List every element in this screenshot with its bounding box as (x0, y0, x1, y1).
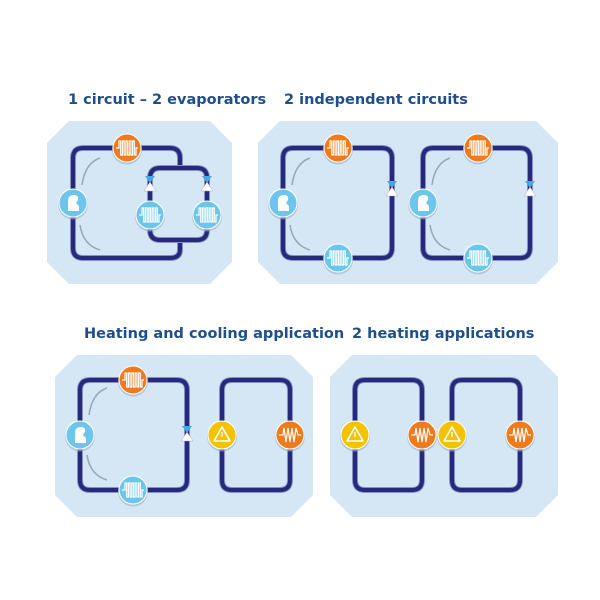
compressor-icon (278, 195, 289, 211)
compressor-icon (75, 427, 86, 443)
evaporator-1 (323, 243, 353, 275)
heating-circuit-pipe-1 (353, 378, 424, 492)
compressor (58, 188, 88, 220)
circuit-pipe-2 (421, 146, 532, 260)
evaporator (118, 475, 148, 507)
condenser-2 (463, 133, 493, 165)
evaporator-2 (463, 243, 493, 275)
outer-circuit-pipe (83, 146, 182, 168)
flow-arrow (429, 224, 451, 251)
evaporator-1 (135, 200, 165, 232)
expansion-valve-1 (143, 176, 157, 192)
heating-element-icon (509, 427, 531, 443)
compressor-2 (408, 188, 438, 220)
heater (275, 420, 305, 452)
heating-circuit-pipe (220, 378, 292, 492)
flow-arrow (79, 224, 101, 251)
panel-title-2-heating-applications: 2 heating applications (352, 326, 535, 342)
valve-top-icon (182, 426, 192, 433)
compressor (65, 420, 95, 452)
warning-triangle-icon (346, 426, 364, 442)
circulation-pump-2 (437, 420, 467, 452)
evaporator-coil-icon (122, 482, 144, 498)
compressor-icon (68, 195, 79, 211)
valve-bottom-icon (385, 186, 399, 197)
heating-circuit-pipe-2 (450, 378, 522, 492)
valve-top-icon (525, 181, 535, 188)
evaporator-coil-icon (196, 207, 218, 223)
evaporator-coil-icon (327, 250, 349, 266)
panel-title-2-independent-circuits: 2 independent circuits (284, 92, 468, 108)
warning-triangle-icon (213, 426, 231, 442)
circulation-pump (207, 420, 237, 452)
flow-arrow (289, 224, 311, 251)
circulation-pump-1 (340, 420, 370, 452)
expansion-valve-2 (200, 176, 214, 192)
valve-bottom-icon (523, 186, 537, 197)
condenser-coil-icon (327, 140, 349, 156)
evaporator-branch-pipe (148, 166, 209, 242)
flow-arrow (88, 387, 108, 416)
condenser-coil-icon (122, 372, 144, 388)
flow-arrow (291, 157, 311, 186)
valve-bottom-icon (143, 181, 157, 192)
condenser-1 (323, 133, 353, 165)
evaporator-coil-icon (467, 250, 489, 266)
valve-top-icon (202, 176, 212, 183)
panel-title-1-circuit-2-evaporators: 1 circuit – 2 evaporators (68, 92, 267, 108)
expansion-valve-2 (523, 181, 537, 197)
heating-element-icon (279, 427, 301, 443)
heater-1 (407, 420, 437, 452)
panel-title-heating-and-cooling: Heating and cooling application (84, 326, 345, 342)
valve-top-icon (387, 181, 397, 188)
condenser-coil-icon (116, 140, 138, 156)
flow-arrow (81, 157, 101, 186)
cooling-circuit-pipe (78, 378, 189, 492)
expansion-valve-1 (385, 181, 399, 197)
compressor-1 (268, 188, 298, 220)
compressor-icon (418, 195, 429, 211)
condenser (118, 365, 148, 397)
valve-bottom-icon (200, 181, 214, 192)
flow-arrow (431, 157, 451, 186)
heating-element-icon (411, 427, 433, 443)
heater-2 (505, 420, 535, 452)
valve-top-icon (145, 176, 155, 183)
evaporator-2 (192, 200, 222, 232)
condenser (112, 133, 142, 165)
evaporator-coil-icon (139, 207, 161, 223)
flow-arrow (86, 454, 108, 481)
outer-circuit-return-pipe (71, 146, 182, 260)
condenser-coil-icon (467, 140, 489, 156)
valve-bottom-icon (180, 431, 194, 442)
warning-triangle-icon (443, 426, 461, 442)
expansion-valve (180, 426, 194, 442)
circuit-pipe-1 (281, 146, 394, 260)
